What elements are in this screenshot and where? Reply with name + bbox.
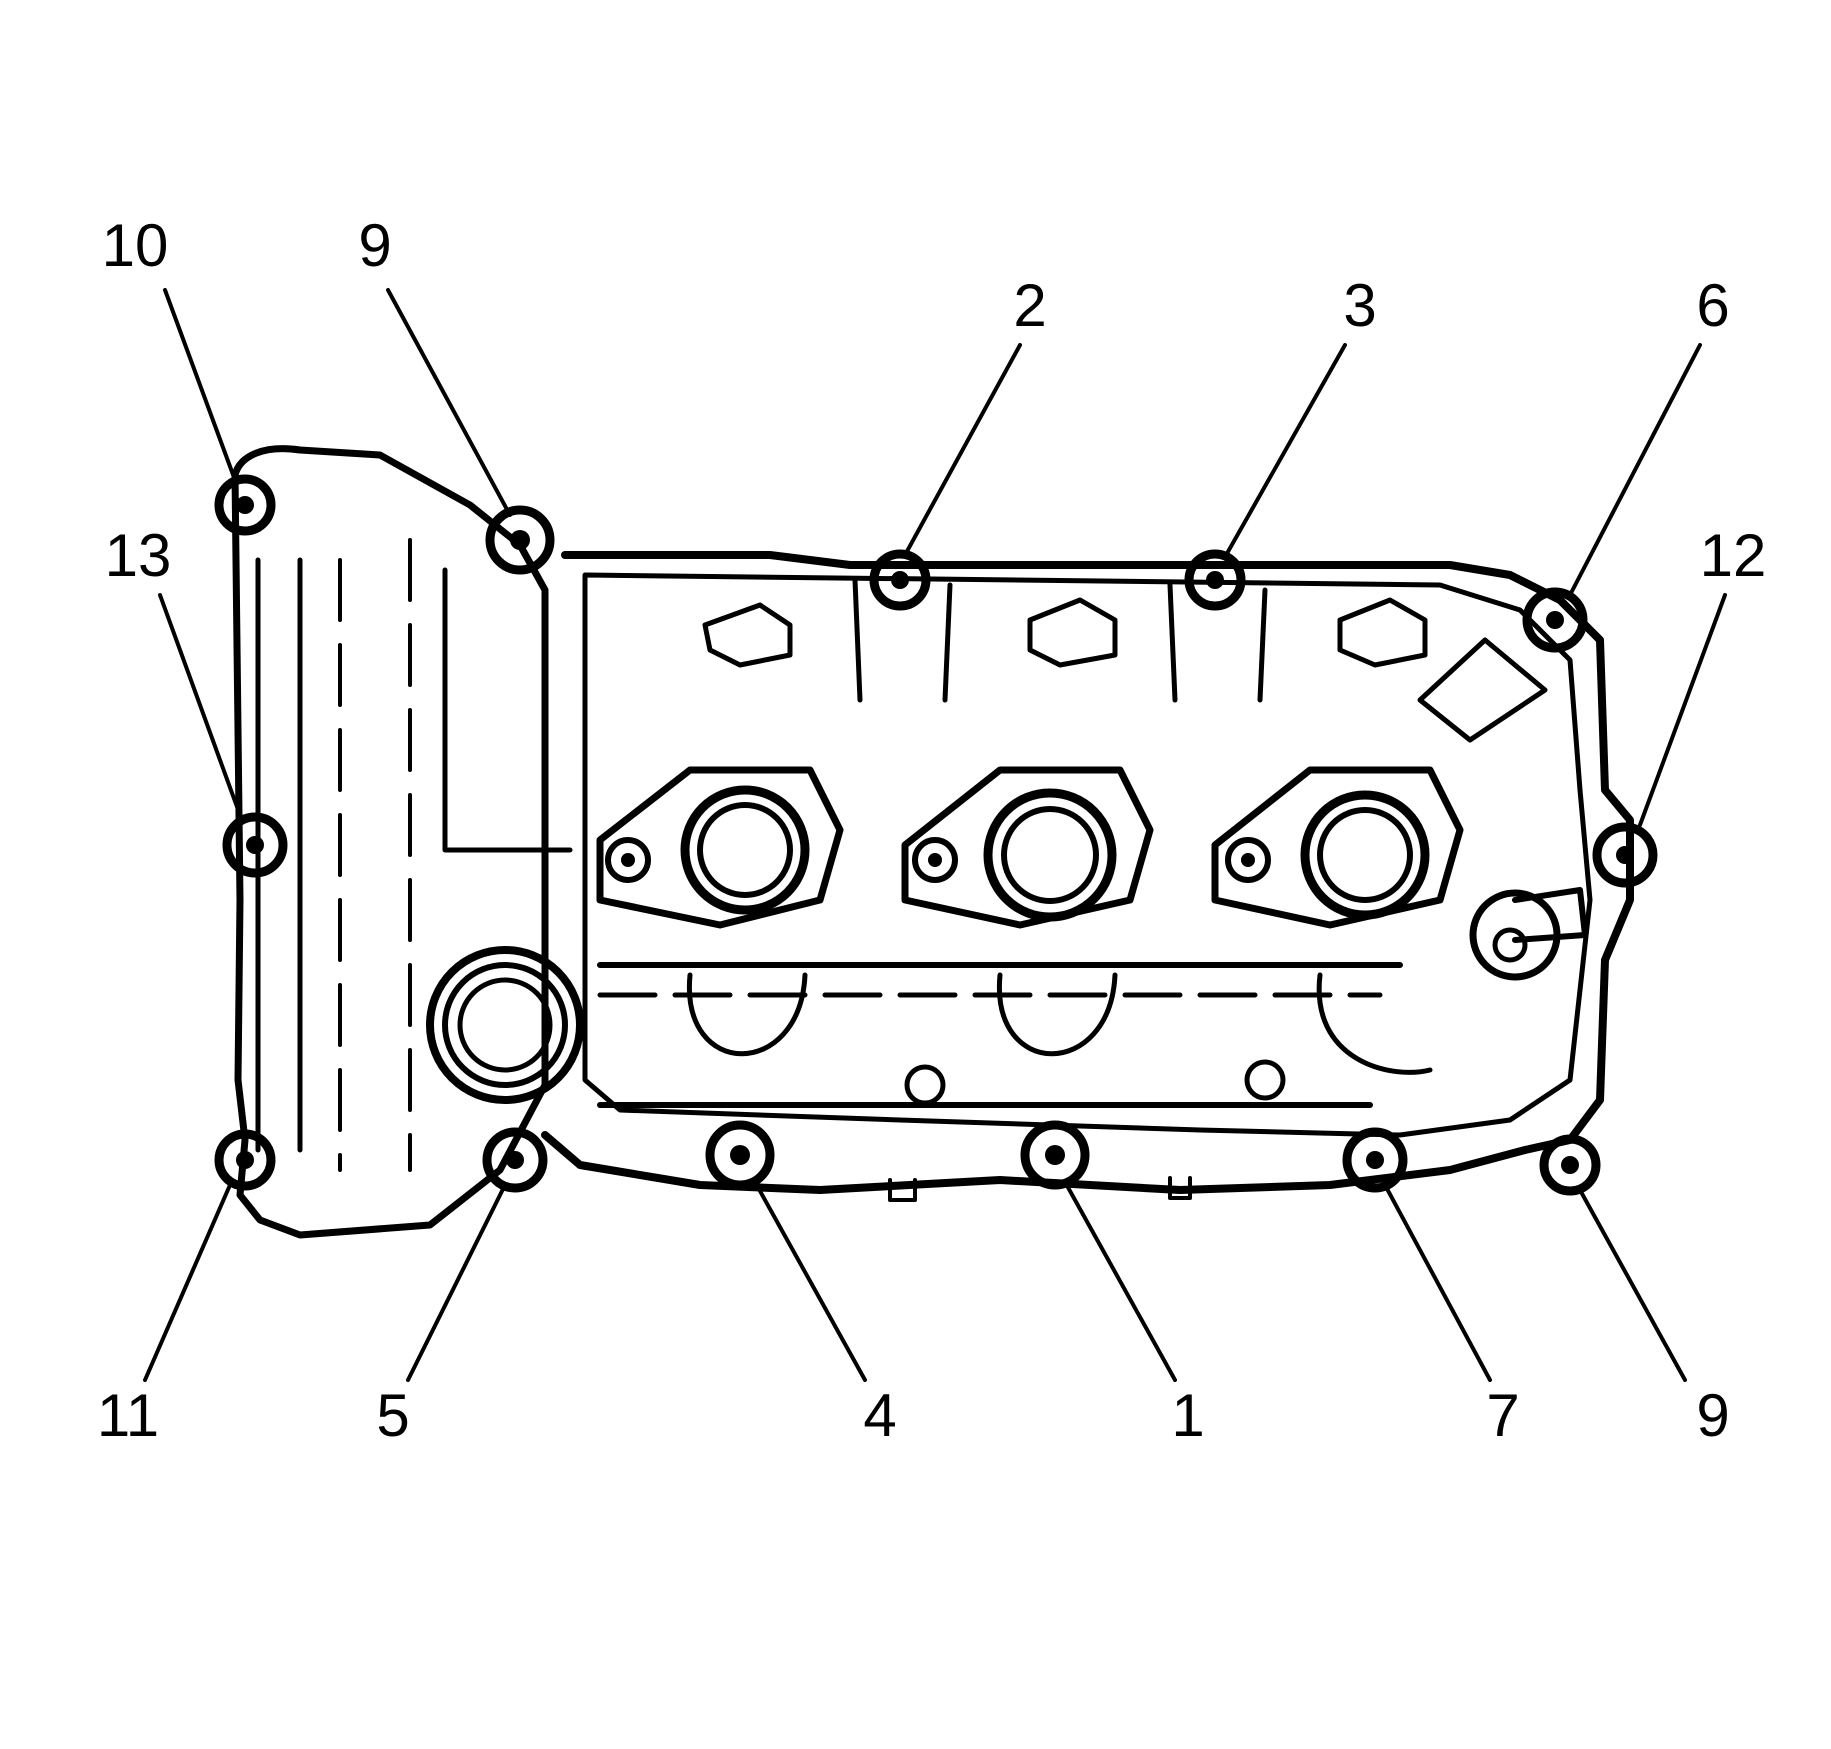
bolt-11 [214,1129,276,1191]
lower-pocket-3 [1316,972,1433,1075]
lower-pocket-2 [996,972,1118,1057]
callout-9-top: 9 [358,212,391,279]
cover-left-end-outline [231,445,549,1239]
valve-cover [231,445,1634,1239]
callout-13: 13 [105,522,172,589]
cover-lower-rail [597,962,1403,1108]
spark-plug-tower-3 [1211,766,1464,929]
pcv-fitting [1469,887,1588,981]
coil-pad-1 [702,602,793,668]
callout-5: 5 [376,1382,409,1449]
bolt-6 [1522,587,1588,653]
bolt-13 [222,812,288,878]
callout-4: 4 [863,1382,896,1449]
leader-7 [1383,1183,1492,1382]
cover-left-end-step [442,567,573,853]
cover-upper-ribs [852,577,1268,703]
lower-stud-2 [1244,1059,1286,1101]
leader-6 [1568,343,1702,597]
leader-1 [1063,1180,1177,1382]
leader-12 [1638,593,1727,827]
bolt-1 [1020,1120,1090,1190]
oil-fill-cap [426,946,584,1104]
callout-11: 11 [97,1382,159,1449]
bottom-tabs [888,1176,1192,1202]
leader-9-top [386,288,512,517]
callout-9-bottom: 9 [1696,1382,1729,1449]
cover-main-outline [541,551,1634,1194]
leader-4 [753,1180,867,1382]
bolts [214,474,1658,1196]
callout-7: 7 [1486,1382,1519,1449]
leader-13 [158,593,242,817]
lower-stud-1 [904,1064,946,1106]
bolt-2 [869,549,931,611]
leader-10 [163,288,237,482]
leader-9-bottom [1578,1188,1687,1382]
bolt-9-bottom [1539,1134,1601,1196]
callout-2: 2 [1013,272,1046,339]
leader-3 [1223,343,1347,559]
callout-1: 1 [1171,1382,1204,1449]
cover-right-bracket [1417,637,1548,743]
bolt-9-top [485,505,555,575]
coil-pad-3 [1337,597,1428,668]
leader-11 [143,1183,232,1382]
coil-pad-2 [1027,597,1118,668]
leader-lines [143,288,1727,1382]
cover-left-end-dashed-rail [338,538,412,1172]
callout-12: 12 [1700,522,1767,589]
callout-6: 6 [1696,272,1729,339]
cover-left-end-inner-wall [255,557,303,1153]
bolt-12 [1592,822,1658,888]
bolt-5 [482,1127,548,1193]
callout-10: 10 [102,212,169,279]
leader-2 [903,343,1022,557]
spark-plug-tower-1 [596,766,844,929]
bolt-7 [1342,1127,1408,1193]
callout-numbers: 10 9 2 3 6 13 12 11 5 4 1 7 9 [97,212,1767,1449]
bolt-4 [705,1120,775,1190]
bolt-3 [1184,549,1246,611]
callout-3: 3 [1343,272,1376,339]
leader-5 [406,1183,507,1382]
bolt-10 [214,474,276,536]
lower-pocket-1 [686,972,808,1057]
spark-plug-tower-2 [901,766,1154,929]
